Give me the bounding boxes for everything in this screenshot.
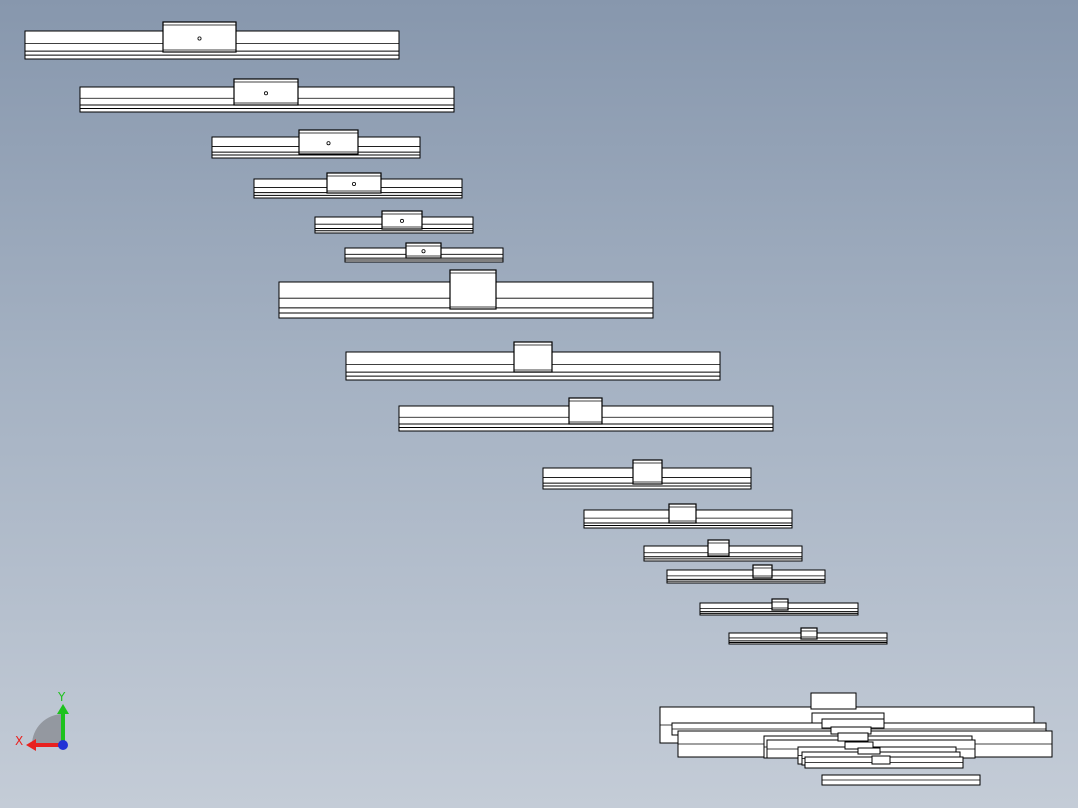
stacked-guide-cluster[interactable]	[659, 692, 1053, 786]
triad-plane-shade	[32, 714, 63, 745]
grease-nipple-hole	[263, 91, 268, 96]
linear-guide-15[interactable]	[728, 627, 888, 645]
cluster-carriage-block	[871, 755, 891, 765]
linear-guide-6[interactable]	[344, 242, 504, 263]
grease-nipple-hole	[351, 181, 356, 186]
grease-nipple-hole	[197, 36, 202, 41]
y-axis-arrowhead	[57, 704, 69, 714]
linear-guide-1[interactable]	[24, 21, 400, 60]
linear-guide-5[interactable]	[314, 210, 474, 234]
linear-guide-12[interactable]	[643, 539, 803, 562]
grease-nipple-hole	[399, 218, 404, 223]
carriage-block	[632, 459, 663, 485]
linear-guide-2[interactable]	[79, 78, 455, 113]
axis-triad: Y X	[15, 690, 69, 751]
linear-guide-9[interactable]	[398, 397, 774, 432]
linear-guide-8[interactable]	[345, 341, 721, 381]
carriage-block	[568, 397, 603, 425]
carriage-block	[513, 341, 553, 373]
linear-guide-14[interactable]	[699, 598, 859, 616]
grease-nipple-hole	[326, 141, 331, 146]
linear-guide-4[interactable]	[253, 172, 463, 199]
y-axis-label: Y	[57, 690, 66, 704]
carriage-block	[233, 78, 299, 106]
carriage-block	[449, 269, 497, 310]
carriage-block	[707, 539, 730, 557]
linear-guide-7[interactable]	[278, 269, 654, 319]
linear-guide-11[interactable]	[583, 503, 793, 529]
grease-nipple-hole	[421, 249, 426, 254]
linear-guide-10[interactable]	[542, 459, 752, 490]
x-axis-label: X	[15, 734, 23, 748]
x-axis-arrowhead	[26, 739, 36, 751]
guide-rail-set	[24, 21, 888, 645]
cluster-carriage-block	[837, 732, 869, 742]
carriage-block	[800, 627, 818, 640]
cluster-carriage-block	[810, 692, 857, 710]
linear-guide-13[interactable]	[666, 564, 826, 584]
linear-guide-3[interactable]	[211, 129, 421, 159]
carriage-block	[668, 503, 697, 524]
cluster-carriage-block	[857, 747, 881, 755]
z-axis-dot	[58, 740, 68, 750]
carriage-block	[771, 598, 789, 611]
